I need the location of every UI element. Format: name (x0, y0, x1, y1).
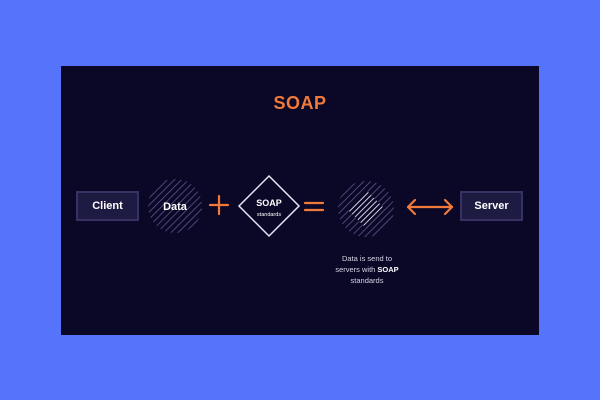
diagram-title: SOAP (273, 93, 327, 113)
plus-icon (208, 194, 230, 216)
data-node: Data (148, 179, 202, 233)
client-label: Client (92, 200, 123, 212)
soap-standards-node: SOAP standards (237, 174, 301, 238)
soap-standards-subtitle: standards (257, 212, 281, 218)
data-label: Data (163, 201, 188, 213)
server-node: Server (460, 191, 523, 221)
equals-icon (303, 201, 325, 212)
server-label: Server (474, 200, 509, 212)
caption-line-1: Data is send to (341, 254, 393, 263)
caption-line-2: servers with SOAP (323, 264, 411, 275)
result-node (338, 181, 394, 237)
caption-line-3: standards (350, 276, 384, 285)
caption-line-2-text: servers with (335, 265, 376, 274)
bidirectional-arrow-icon (406, 198, 454, 216)
client-node: Client (76, 191, 139, 221)
caption-soap-bold: SOAP (377, 265, 399, 274)
slide-panel (61, 66, 539, 335)
soap-standards-title: SOAP (256, 198, 282, 208)
result-caption: Data is send to servers with SOAP standa… (323, 253, 411, 286)
